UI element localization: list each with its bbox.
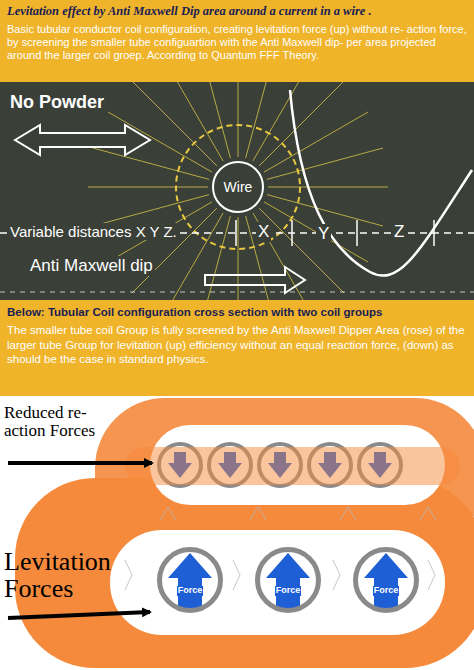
region-label: Anti Maxwell dip bbox=[28, 256, 155, 276]
distance-label: Z bbox=[392, 222, 406, 242]
leader-arrow bbox=[8, 612, 150, 618]
screening-band bbox=[125, 447, 460, 485]
force-label: Force bbox=[177, 586, 204, 596]
body-text: The smaller tube coil Group is fully scr… bbox=[7, 323, 467, 366]
force-caption: Reduced re- action Forces bbox=[4, 404, 112, 441]
leader-arrow bbox=[8, 461, 152, 465]
distance-label: Y bbox=[316, 224, 331, 244]
large-coils bbox=[157, 547, 419, 613]
axis-label: Variable distances X Y Z. bbox=[8, 223, 179, 240]
pointer-arrow bbox=[205, 267, 305, 293]
header-band: Levitation effect by Anti Maxwell Dip ar… bbox=[0, 0, 474, 82]
heading-text: Below: Tubular Coil configuration cross … bbox=[7, 305, 467, 319]
wire-label: Wire bbox=[224, 179, 253, 195]
title-text: Levitation effect by Anti Maxwell Dip ar… bbox=[7, 4, 467, 20]
dip-boundary bbox=[176, 125, 300, 249]
force-label: Force bbox=[275, 586, 302, 596]
region-label: No Powder bbox=[8, 92, 106, 113]
distance-label: X bbox=[256, 222, 271, 242]
wire-clearing bbox=[208, 157, 268, 217]
coil-circle: Force bbox=[157, 547, 223, 613]
force-label: Force bbox=[373, 586, 400, 596]
ring-inner bbox=[110, 530, 445, 635]
body-text: Basic tubular conductor coil configurati… bbox=[7, 23, 467, 63]
wire-circle: Wire bbox=[212, 161, 264, 213]
dipper-area bbox=[95, 398, 474, 548]
coil-circle: Force bbox=[255, 547, 321, 613]
photo-ground bbox=[0, 82, 474, 300]
double-arrow bbox=[15, 125, 150, 155]
section-band: Below: Tubular Coil configuration cross … bbox=[0, 300, 474, 396]
coil-circle: Force bbox=[353, 547, 419, 613]
dip-baseline bbox=[0, 292, 474, 293]
field-curve bbox=[290, 90, 472, 276]
up-arrows bbox=[168, 553, 408, 610]
force-caption: Levitation Forces bbox=[4, 548, 128, 603]
